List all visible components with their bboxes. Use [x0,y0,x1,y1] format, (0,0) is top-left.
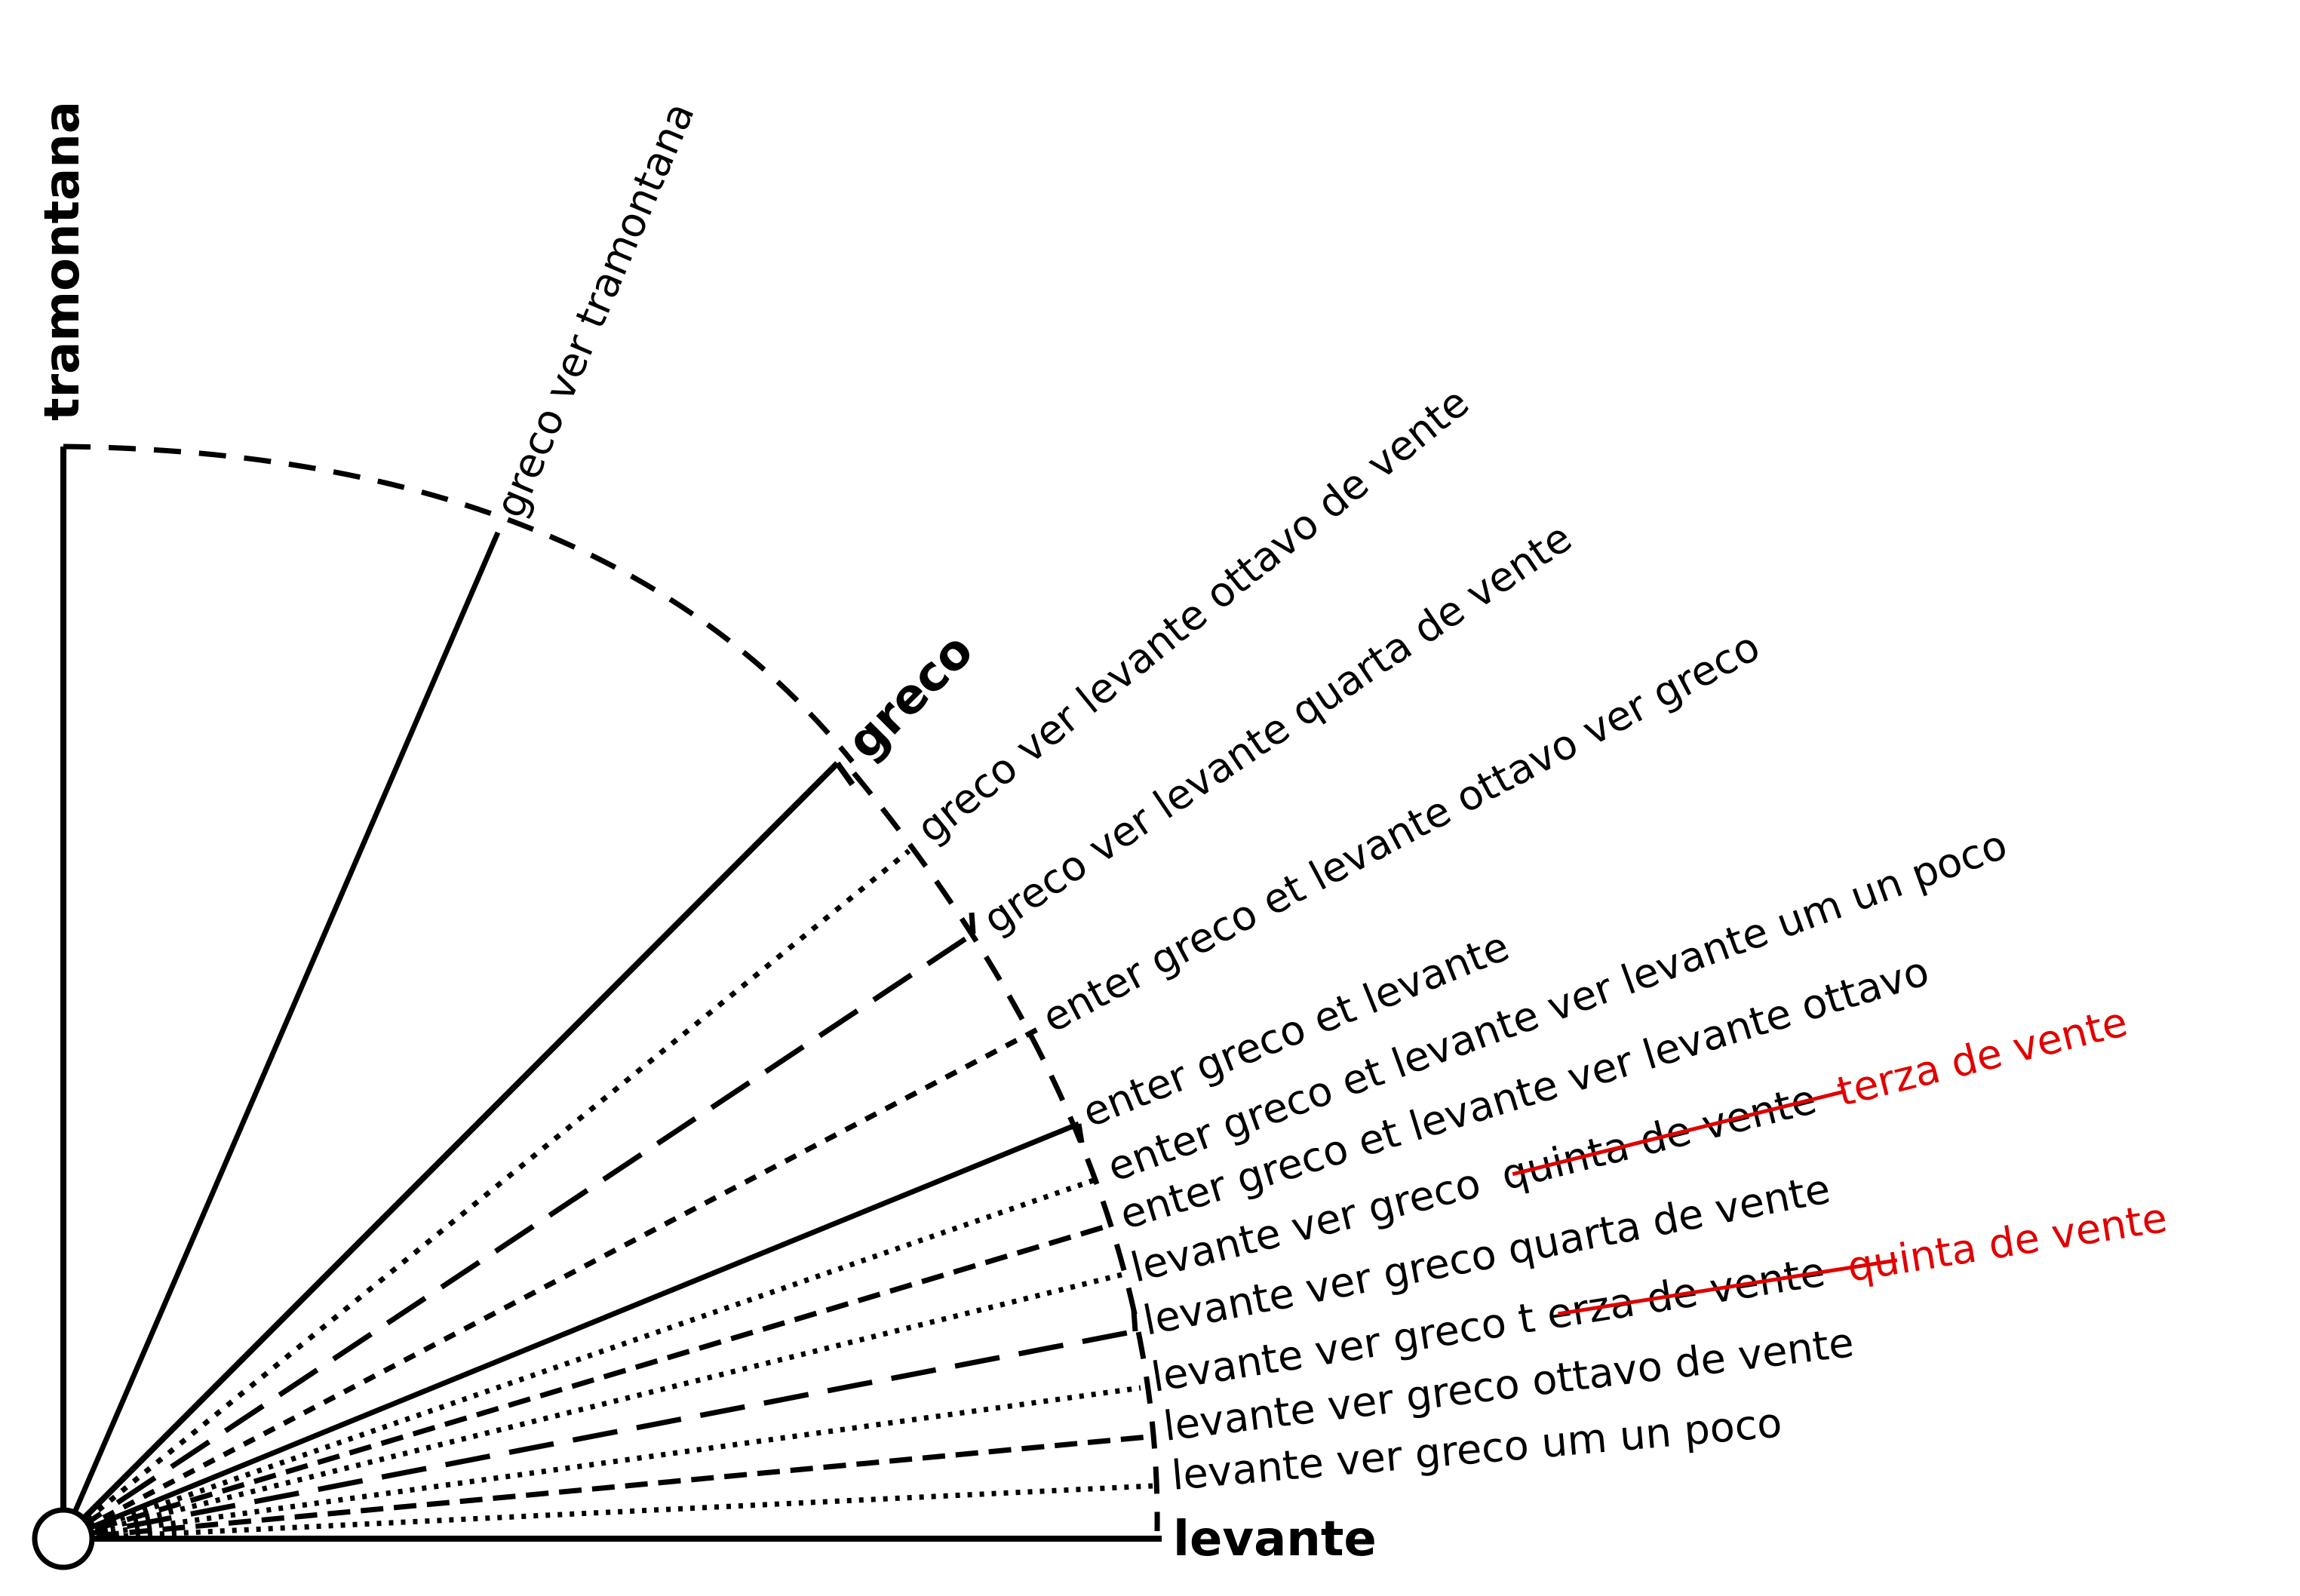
rhumb-line-greco-ver-levante-quarta [62,932,975,1541]
rhumb-line-enter-greco-et-levante [62,1121,1080,1542]
greco-line [61,761,840,1541]
origin-circle [32,1507,95,1570]
rhumb-line-levante-ver-greco-um-un-poco [63,1483,1153,1542]
inner-arc [852,771,1160,1532]
label-greco-ver-tramontana: greco ver tramontana [486,96,704,525]
rhumb-line-levante-ver-greco-terza [63,1385,1141,1542]
rhumb-tick-greco-ver-levante-quarta [969,912,976,935]
rhumb-line-ver-levante-ottavo [62,1223,1110,1542]
label-tramontana: tramontana [35,101,91,421]
rhumb-tick-levante-ver-greco-quarta [1131,1310,1138,1332]
label-correction: quinta de vente [1844,1194,2170,1291]
rhumb-line-enter-greco-ottavo-ver-greco [62,1027,1039,1542]
label-correction: terza de vente [1832,998,2132,1116]
rhumb-line-levante-ver-greco-quarta [63,1328,1136,1542]
outer-arc [63,444,855,764]
rhumb-line-levante-ver-greco-ottavo [63,1434,1149,1542]
strike-line [1512,1089,1847,1177]
label-levante: levante [1173,1512,1377,1567]
rhumb-tick-enter-greco-et-levante [1076,1123,1085,1143]
strike-line [1558,1258,1898,1316]
rhumb-line-greco-ver-levante-ottavo [61,849,911,1541]
rhumb-line-greco-ver-tramontana [60,531,501,1540]
rhumb-line-um-un-poco [62,1175,1101,1542]
label-greco: greco [837,623,984,771]
rhumb-line-levante-ver-greco-quinta [63,1272,1122,1542]
greco-tick [834,761,855,787]
